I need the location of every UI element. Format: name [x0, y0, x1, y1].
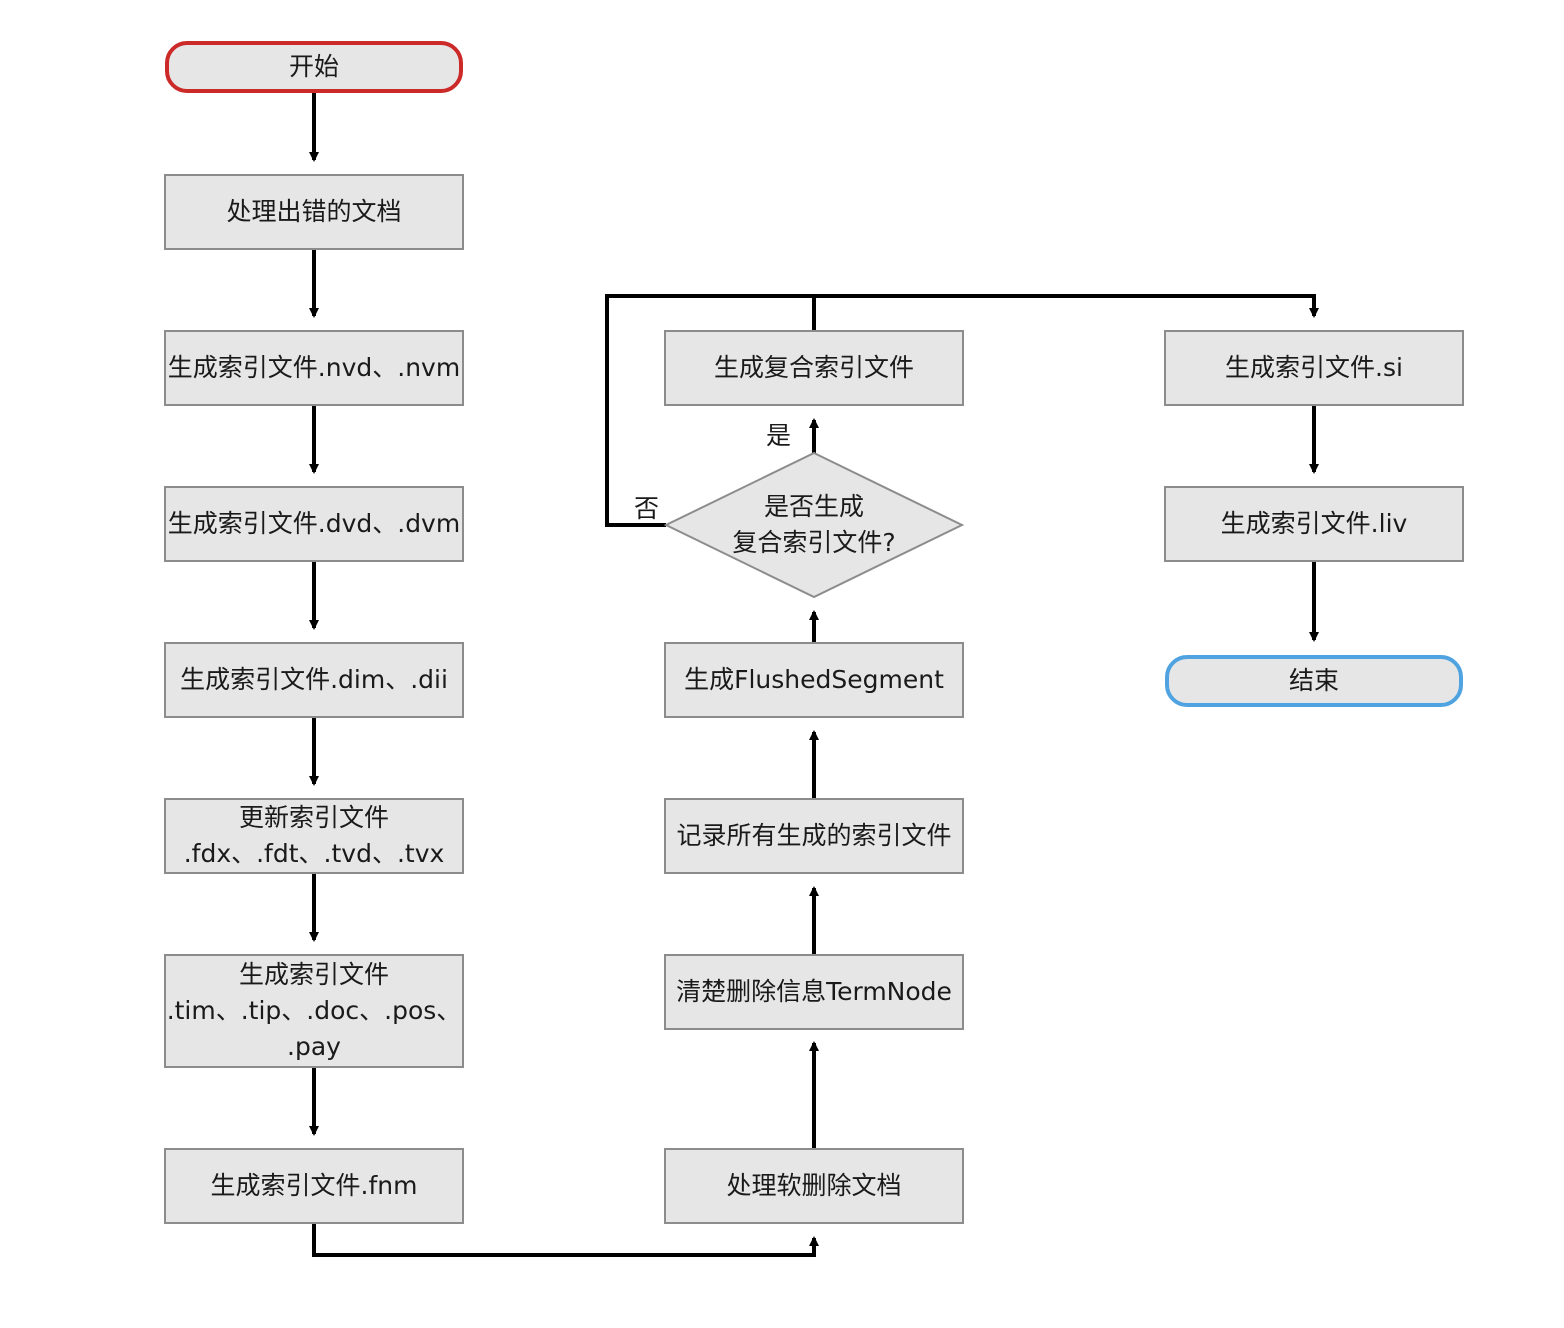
gen-tim-step: 生成索引文件 .tim、.tip、.doc、.pos、 .pay: [164, 954, 464, 1068]
gen-dim-dii-step: 生成索引文件.dim、.dii: [164, 642, 464, 718]
gen-dvd-dvm-step: 生成索引文件.dvd、.dvm: [164, 486, 464, 562]
gen-fnm-step: 生成索引文件.fnm: [164, 1148, 464, 1224]
edge-label-yes: 是: [766, 421, 792, 450]
clear-termnode-step: 清楚删除信息TermNode: [664, 954, 964, 1030]
end-node: 结束: [1165, 655, 1463, 707]
decision-label: 是否生成 复合索引文件?: [732, 492, 896, 557]
handle-error-docs-step: 处理出错的文档: [164, 174, 464, 250]
handle-soft-delete-step: 处理软删除文档: [664, 1148, 964, 1224]
edge-decision-no: [605, 294, 1319, 527]
decision-diamond: [663, 451, 965, 599]
record-files-step: 记录所有生成的索引文件: [664, 798, 964, 874]
gen-si-step: 生成索引文件.si: [1164, 330, 1464, 406]
gen-compound-step: 生成复合索引文件: [664, 330, 964, 406]
gen-nvd-nvm-step: 生成索引文件.nvd、.nvm: [164, 330, 464, 406]
edge-label-no: 否: [634, 494, 660, 523]
start-node: 开始: [165, 41, 463, 93]
gen-liv-step: 生成索引文件.liv: [1164, 486, 1464, 562]
gen-flushed-segment-step: 生成FlushedSegment: [664, 642, 964, 718]
edge-fnm-to-softdelete: [312, 1223, 819, 1257]
update-fdx-step: 更新索引文件 .fdx、.fdt、.tvd、.tvx: [164, 798, 464, 874]
